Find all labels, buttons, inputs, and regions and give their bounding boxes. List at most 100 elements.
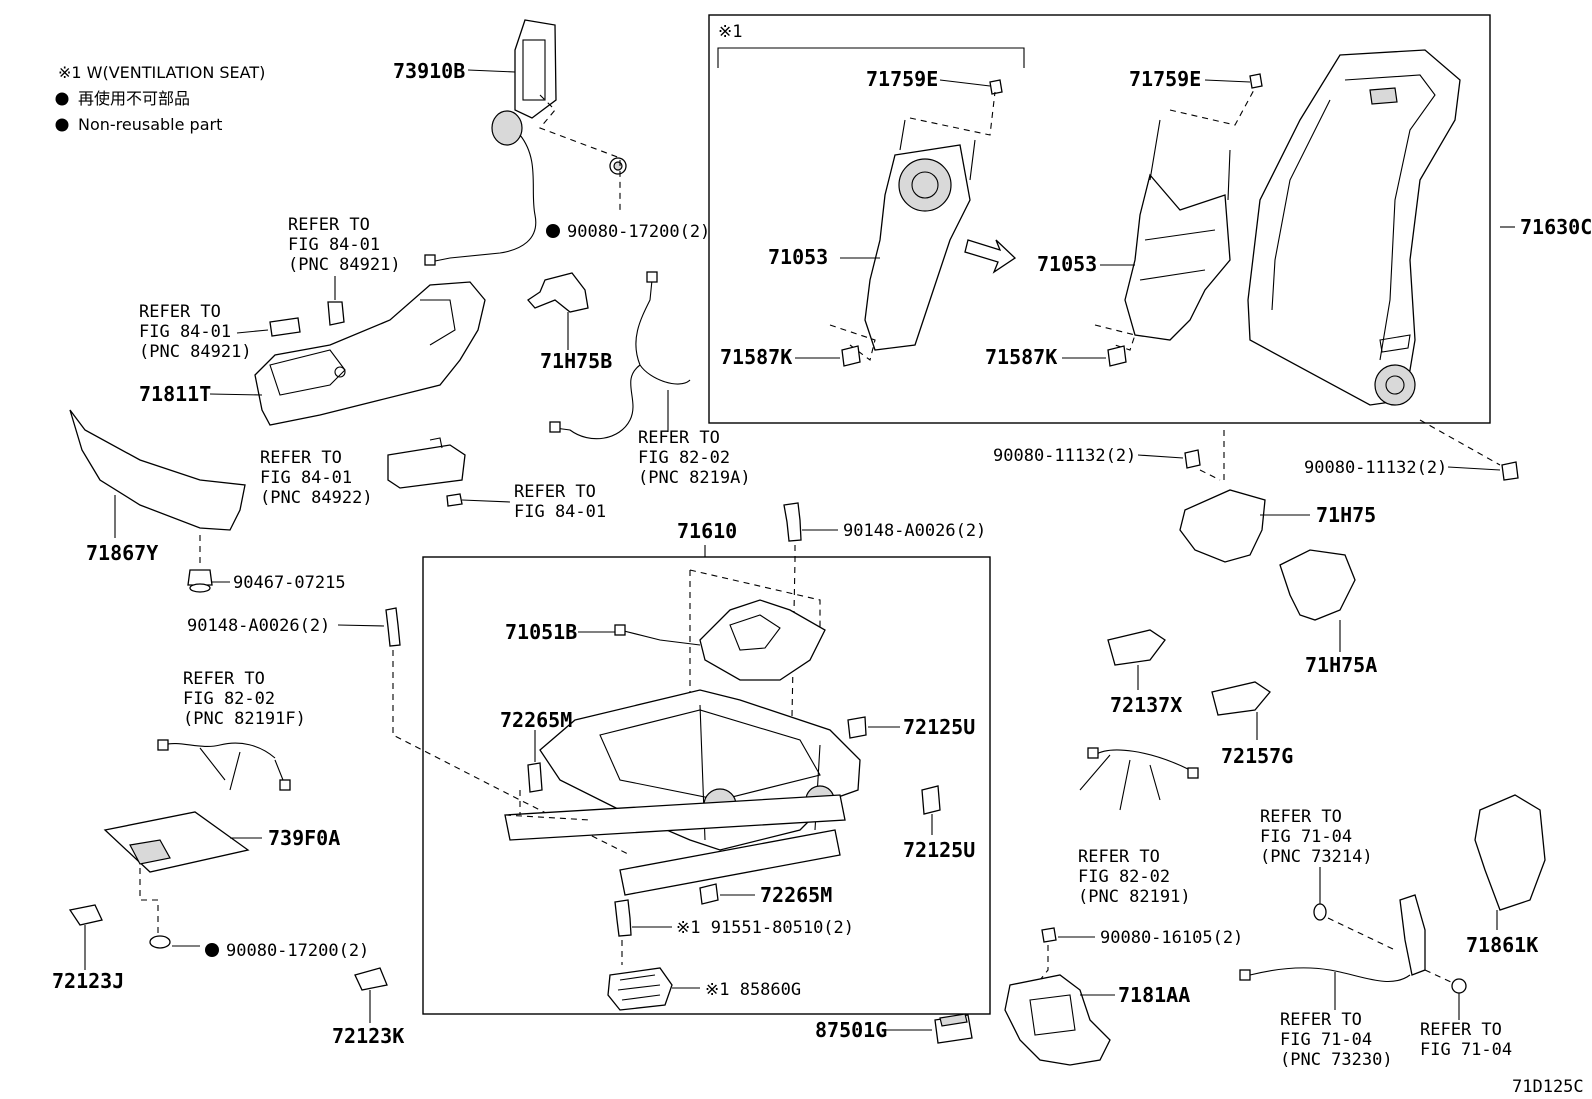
label-71587K-b: 71587K <box>985 345 1057 369</box>
clip-72125U-a <box>847 716 867 739</box>
screw <box>446 493 463 507</box>
label-71861K: 71861K <box>1466 933 1538 957</box>
label-90467-07215: 90467-07215 <box>233 573 346 593</box>
part-71053-right <box>1124 119 1231 341</box>
label-72125U-b: 72125U <box>903 838 975 862</box>
refer-pnc: (PNC 82191) <box>1078 887 1191 907</box>
refer-pnc: (PNC 84921) <box>288 255 401 275</box>
legend: ※1 W(VENTILATION SEAT) 再使用不可部品 Non-reusa… <box>55 63 265 134</box>
label-90148-A0026-a: 90148-A0026(2) <box>187 616 330 636</box>
part-72123K <box>354 967 388 991</box>
refer-pnc: (PNC 82191F) <box>183 709 306 729</box>
label-90080-11132-b: 90080-11132(2) <box>1304 458 1447 478</box>
label-72123K: 72123K <box>332 1024 404 1048</box>
arrow-icon <box>964 239 1017 274</box>
clip <box>1451 978 1467 994</box>
refer-fig: FIG 84-01 <box>288 235 380 255</box>
refer-fig: FIG 84-01 <box>514 502 606 522</box>
clip-71587K <box>841 345 861 367</box>
switch-knob <box>327 301 345 326</box>
label-71053-b: 71053 <box>1037 252 1097 276</box>
legend-nonreusable-jp: 再使用不可部品 <box>78 89 190 108</box>
label-71587K-a: 71587K <box>720 345 792 369</box>
wire-harness <box>554 279 691 440</box>
bracket <box>717 47 1025 68</box>
part-71H75 <box>1179 489 1266 563</box>
refer-fig: FIG 71-04 <box>1260 827 1352 847</box>
refer-label: REFER TO <box>1280 1010 1362 1030</box>
non-reusable-dot-icon <box>205 943 219 957</box>
clip-72125U-b <box>921 785 941 815</box>
headrest-guide-73230 <box>1239 894 1426 983</box>
label-71811T: 71811T <box>139 382 211 406</box>
bolt-90148-a <box>385 607 401 647</box>
label-71H75B: 71H75B <box>540 349 612 373</box>
refer-pnc: (PNC 73214) <box>1260 847 1373 867</box>
part-71861K <box>1474 794 1546 911</box>
refer-label: REFER TO <box>288 215 370 235</box>
part-71630C <box>1247 49 1461 406</box>
clip-90080-17200 <box>149 935 171 949</box>
part-85860G <box>607 967 673 1011</box>
bolt-91551 <box>614 899 632 937</box>
label-71053-a: 71053 <box>768 245 828 269</box>
part-72137X <box>1107 629 1166 666</box>
part-7181AA <box>1004 974 1111 1066</box>
legend-nonreusable-en: Non-reusable part <box>78 115 222 134</box>
label-71630C: 71630C <box>1520 215 1592 239</box>
label-71H75: 71H75 <box>1316 503 1376 527</box>
label-73910B: 73910B <box>393 59 465 83</box>
part-72157G <box>1211 681 1271 716</box>
label-71H75A: 71H75A <box>1305 653 1377 677</box>
refer-label: REFER TO <box>638 428 720 448</box>
refer-pnc: (PNC 8219A) <box>638 468 751 488</box>
part-71867Y <box>69 409 246 531</box>
label-71867Y: 71867Y <box>86 541 158 565</box>
label-7181AA: 7181AA <box>1118 983 1190 1007</box>
refer-fig: FIG 71-04 <box>1280 1030 1372 1050</box>
refer-pnc: (PNC 84921) <box>139 342 252 362</box>
bolt-90080-11132-b <box>1501 461 1519 481</box>
refer-fig: FIG 82-02 <box>183 689 275 709</box>
refer-label: REFER TO <box>1420 1020 1502 1040</box>
clip-90467 <box>187 569 213 593</box>
part-71053-left <box>864 119 976 351</box>
label-85860G: ※1 85860G <box>705 980 801 1000</box>
part-73910B <box>424 19 627 266</box>
label-72137X: 72137X <box>1110 693 1182 717</box>
label-72125U-a: 72125U <box>903 715 975 739</box>
label-72157G: 72157G <box>1221 744 1293 768</box>
label-90148-A0026-b: 90148-A0026(2) <box>843 521 986 541</box>
clip-71759E <box>1249 73 1263 89</box>
legend-ventilation-note: ※1 W(VENTILATION SEAT) <box>58 63 265 82</box>
part-71051B <box>614 599 826 681</box>
label-71051B: 71051B <box>505 620 577 644</box>
part-72123J <box>68 904 103 926</box>
seat-frame-box <box>422 556 991 1015</box>
part-71610-frame <box>504 689 861 896</box>
bolt-90080-16105 <box>1041 927 1057 943</box>
clip-71587K <box>1107 345 1127 367</box>
wire-harness-82191F <box>162 742 286 791</box>
refer-label: REFER TO <box>1078 847 1160 867</box>
bolt-90080-11132-a <box>1184 449 1201 469</box>
box-marker: ※1 <box>718 22 742 42</box>
label-72123J: 72123J <box>52 969 124 993</box>
clip-72265M-a <box>527 762 543 793</box>
refer-fig: FIG 84-01 <box>139 322 231 342</box>
part-71H75B <box>527 272 589 313</box>
label-90080-17200-bot: 90080-17200(2) <box>226 941 369 961</box>
label-90080-17200-top: 90080-17200(2) <box>567 222 710 242</box>
refer-fig: FIG 82-02 <box>1078 867 1170 887</box>
label-71610: 71610 <box>677 519 737 543</box>
wire-harness-82191 <box>1079 749 1191 811</box>
non-reusable-dot-icon <box>55 118 69 132</box>
part-71H75A <box>1279 549 1356 621</box>
label-739F0A: 739F0A <box>268 826 340 850</box>
clip-71759E <box>989 79 1003 95</box>
refer-fig: FIG 84-01 <box>260 468 352 488</box>
label-72265M-a: 72265M <box>500 708 572 732</box>
refer-label: REFER TO <box>514 482 596 502</box>
